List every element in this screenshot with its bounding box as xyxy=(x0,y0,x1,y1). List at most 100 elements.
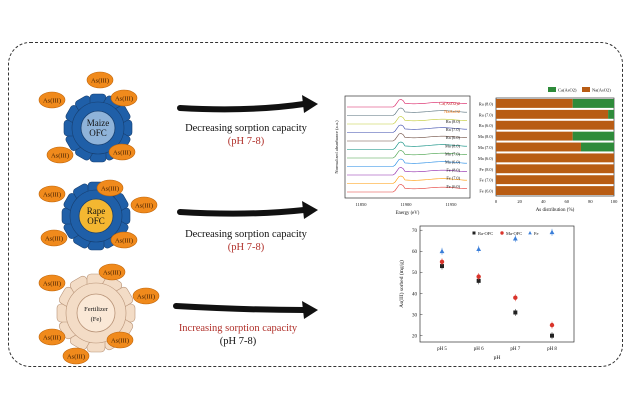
arrow-label-3-line2: (pH 7-8) xyxy=(219,336,257,348)
xanes-label-7: Fe (8.0) xyxy=(446,168,460,173)
arrow-label-3-line1: Increasing sorption capacity xyxy=(178,323,298,334)
scatter-ytick-1: 20 xyxy=(412,334,418,339)
arrow-2-head xyxy=(302,201,318,219)
as-blob-2-5-label: As(III) xyxy=(45,236,63,243)
as-blob-2-1-label: As(III) xyxy=(43,192,61,199)
as-blob-3-2 xyxy=(98,263,126,281)
arrow-3-head xyxy=(302,301,318,319)
bar-na-9 xyxy=(496,186,614,195)
arrow-label-1-line2: (pH 7-8) xyxy=(227,136,265,148)
bar-category-1: Ra (8.0) xyxy=(479,101,494,106)
bar-na-4 xyxy=(496,131,573,141)
as-blob-1-1 xyxy=(38,91,66,109)
bar-category-4: Ma (8.0) xyxy=(478,134,494,139)
xanes-ref-label-1: Ca(AsO2)2 xyxy=(439,101,460,106)
as-blob-3-4 xyxy=(106,331,134,349)
scatter-legend-label-3: Fe xyxy=(534,231,539,236)
as-blob-1-2-label: As(III) xyxy=(91,78,109,85)
xanes-tick-1: 11850 xyxy=(355,202,367,207)
bar-xlabel: As distribution (%) xyxy=(536,208,575,213)
scatter-legend-marker-1 xyxy=(472,231,476,235)
scatter-legend-marker-2 xyxy=(500,231,504,235)
xanes-spectrum-3 xyxy=(347,167,468,176)
as-blob-1-3-label: As(III) xyxy=(115,96,133,103)
arrow-label-2: Decreasing sorption capacity (pH 7-8) xyxy=(176,228,316,254)
organism-center-3 xyxy=(76,293,116,333)
bar-na-6 xyxy=(496,153,614,163)
organism-sub-1: OFC xyxy=(89,128,107,138)
xanes-spectrum-1 xyxy=(347,184,468,193)
as-blob-3-3 xyxy=(132,287,160,305)
as-blob-3-1 xyxy=(38,274,66,292)
bar-legend-swatch-1 xyxy=(548,87,556,92)
as-blob-2-3-label: As(III) xyxy=(135,203,153,210)
as-blob-2-4 xyxy=(110,231,138,249)
as-blob-1-3 xyxy=(110,89,138,107)
dashed-frame xyxy=(8,42,623,367)
as-blob-1-5-label: As(III) xyxy=(51,153,69,160)
as-blob-1-2 xyxy=(86,71,114,89)
bar-na-8 xyxy=(496,175,614,185)
as-blob-3-6 xyxy=(62,347,90,365)
bar-xtick-4: 60 xyxy=(565,199,570,204)
arrow-label-2-line2: (pH 7-8) xyxy=(227,242,265,254)
xanes-label-6: Ma (6.0) xyxy=(445,160,461,165)
bar-na-5 xyxy=(496,142,581,152)
bar-category-9: Fe (6.0) xyxy=(479,189,493,194)
bar-ca-4 xyxy=(572,131,614,141)
as-blob-3-4-label: As(III) xyxy=(111,338,129,345)
xanes-ylabel: Normalized absorbance (a.u.) xyxy=(334,120,339,174)
organism-name-3: Fertilizer xyxy=(84,306,109,313)
xanes-label-9: Fe (6.0) xyxy=(446,184,460,189)
as-blob-3-2-label: As(III) xyxy=(103,270,121,277)
xanes-label-3: Ra (6.0) xyxy=(446,135,461,140)
scatter-xtick-1: pH 5 xyxy=(437,347,447,352)
arrow-label-2-line1: Decreasing sorption capacity xyxy=(185,229,307,240)
scatter-ylabel: As(III) sorbed (mg/g) xyxy=(398,260,405,308)
as-blob-2-2-label: As(III) xyxy=(101,186,119,193)
bar-na-2 xyxy=(496,109,609,119)
arrow-label-1-line1: Decreasing sorption capacity xyxy=(185,123,307,134)
as-blob-2-1 xyxy=(38,185,66,203)
scatter-xtick-2: pH 6 xyxy=(474,347,484,352)
scatter-ytick-3: 40 xyxy=(412,292,418,297)
bar-category-6: Ma (6.0) xyxy=(478,156,494,161)
xanes-label-1: Ra (8.0) xyxy=(446,119,461,124)
xanes-label-5: Ma (7.0) xyxy=(445,151,461,156)
xanes-spectrum-9 xyxy=(347,116,468,125)
as-blob-1-4-label: As(III) xyxy=(113,150,131,157)
bar-category-8: Fe (7.0) xyxy=(479,178,493,183)
as-blob-1-5 xyxy=(46,146,74,164)
scatter-ytick-4: 50 xyxy=(412,271,418,276)
scatter-xtick-4: pH 8 xyxy=(547,347,557,352)
xanes-spectrum-2 xyxy=(347,175,468,184)
xanes-tick-2: 11900 xyxy=(400,202,412,207)
as-blob-1-1-label: As(III) xyxy=(43,98,61,105)
organism-sub-2: OFC xyxy=(87,216,105,226)
as-blob-3-6-label: As(III) xyxy=(67,354,85,361)
xanes-label-4: Ma (8.0) xyxy=(445,143,461,148)
xanes-spectrum-7 xyxy=(347,133,468,142)
bar-xtick-3: 40 xyxy=(541,199,546,204)
arrow-label-3: Increasing sorption capacity (pH 7-8) xyxy=(168,322,308,348)
bar-xtick-2: 20 xyxy=(517,199,522,204)
bar-ca-2 xyxy=(608,109,614,119)
xanes-spectrum-8 xyxy=(347,124,468,133)
bar-ca-5 xyxy=(580,142,614,152)
as-blob-3-5-label: As(III) xyxy=(43,335,61,342)
scatter-frame xyxy=(419,225,575,343)
xanes-spectrum-6 xyxy=(347,141,468,150)
organism-name-1: Maize xyxy=(87,118,110,128)
bar-xtick-6: 100 xyxy=(611,199,619,204)
bar-xtick-1: 0 xyxy=(495,199,498,204)
xanes-spectrum-4 xyxy=(347,158,468,167)
as-blob-2-4-label: As(III) xyxy=(115,238,133,245)
arrow-1-head xyxy=(302,95,318,113)
scatter-ytick-6: 70 xyxy=(412,229,418,234)
organism-center-2 xyxy=(78,198,114,234)
organism-sub-3: (Fe) xyxy=(91,316,102,323)
scatter-legend-marker-3 xyxy=(528,231,532,235)
arrow-2-shaft xyxy=(177,207,307,217)
bar-category-5: Ma (7.0) xyxy=(478,145,494,150)
